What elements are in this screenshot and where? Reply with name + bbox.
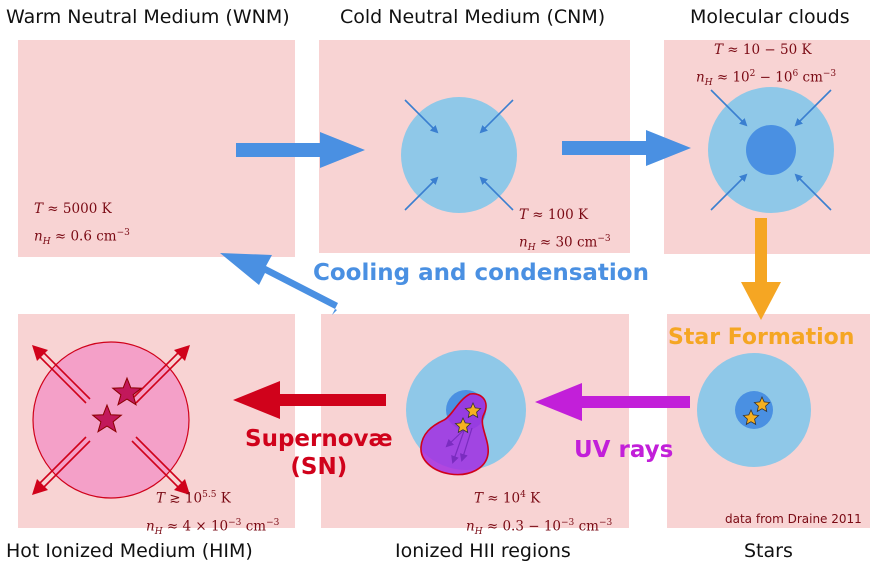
arrow-wnm-to-cnm — [236, 132, 365, 168]
star-icon — [742, 409, 760, 426]
credit-text: data from Draine 2011 — [725, 512, 862, 526]
arrow-cnm-to-mol — [562, 130, 691, 166]
supernova-label: Supernovæ (SN) — [245, 426, 393, 480]
him-params: T ≳ 105.5 K nH ≈ 4 × 10−3 cm−3 — [146, 490, 280, 537]
molecular-title: Molecular clouds — [690, 6, 850, 28]
star-icon — [91, 403, 123, 433]
molecular-params: T ≈ 10 − 50 K nH ≈ 102 − 106 cm−3 — [696, 42, 837, 89]
hii-title: Ionized HII regions — [395, 540, 571, 562]
cooling-label: Cooling and condensation — [313, 260, 649, 286]
stars-title: Stars — [744, 540, 793, 562]
wnm-title: Warm Neutral Medium (WNM) — [6, 6, 290, 28]
star-icon — [111, 376, 143, 406]
arrow-cooling — [220, 253, 338, 315]
uv-label: UV rays — [574, 437, 674, 463]
star-icon — [753, 396, 771, 413]
star-icon — [454, 417, 472, 434]
arrow-stars-to-hii — [535, 383, 690, 421]
star-formation-label: Star Formation — [668, 325, 855, 350]
arrow-mol-to-stars — [741, 218, 781, 320]
cnm-title: Cold Neutral Medium (CNM) — [340, 6, 606, 28]
star-icon — [464, 402, 482, 419]
hii-params: T ≈ 104 K nH ≈ 0.3 − 10−3 cm−3 — [466, 490, 613, 537]
stars-cloud — [697, 353, 811, 467]
arrow-hii-to-him — [233, 381, 386, 419]
wnm-params: T ≈ 5000 K nH ≈ 0.6 cm−3 — [34, 201, 130, 248]
hii-region — [406, 350, 526, 476]
cnm-cloud — [401, 97, 517, 213]
him-title: Hot Ionized Medium (HIM) — [6, 540, 253, 562]
cnm-params: T ≈ 100 K nH ≈ 30 cm−3 — [519, 207, 611, 254]
him-bubble — [32, 341, 190, 499]
molecular-cloud — [708, 87, 834, 213]
